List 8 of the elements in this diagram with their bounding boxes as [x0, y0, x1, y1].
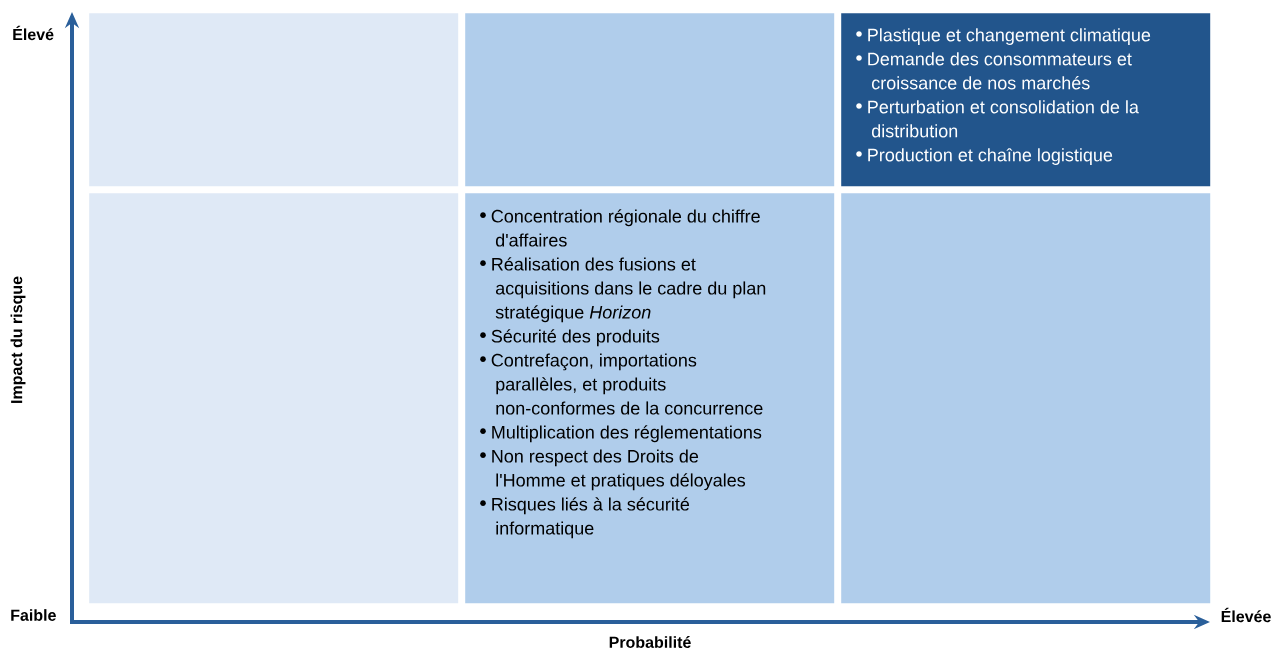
risk-cell [89, 13, 459, 187]
axis-label: Probabilité [609, 636, 691, 648]
risk-cell [841, 193, 1211, 604]
risk-cell [465, 13, 835, 187]
risk-cell: Concentration régionale du chiffre d'affaires Réalisation des fusions et acquisitions dans le cadre du plan stratégique Horizon Sécurité des produits Contrefaçon, importations parallèles, et produits non-conformes de la concurrence Multiplication des réglementations Non respect des Droits de l'Homme et pratiques déloyales Risques liés à la sécurité informatique [465, 193, 835, 604]
risk-cell [89, 193, 459, 604]
axis-label: Impact du risque [10, 276, 26, 403]
risk-cell: Plastique et changement climatique Demande des consommateurs et croissance de nos marchés Perturbation et consolidation de la distribution Production et chaîne logistique [841, 13, 1211, 187]
